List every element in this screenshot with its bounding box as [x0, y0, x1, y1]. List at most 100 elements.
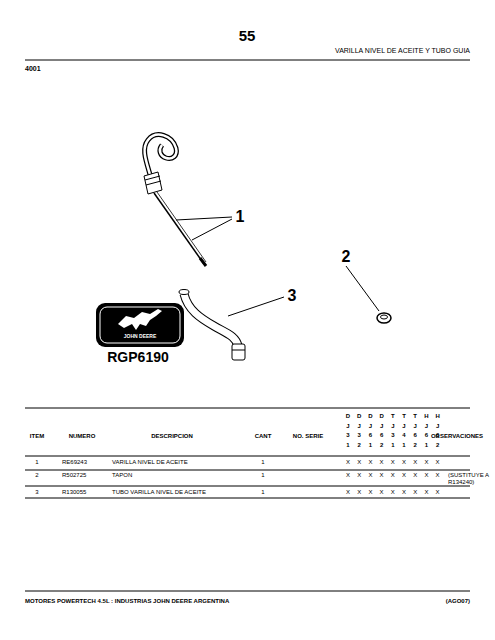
dipstick-rod [154, 193, 204, 264]
table-rule [25, 470, 470, 471]
applicability-mark: X [368, 489, 372, 496]
applicability-mark: X [368, 472, 372, 479]
table-rule [25, 408, 470, 409]
logo-badge [96, 303, 184, 347]
guide-tube-inner [184, 294, 238, 346]
page-title: VARILLA NIVEL DE ACEITE Y TUBO GUIA [335, 47, 470, 55]
model-code: 6 [425, 432, 428, 439]
dipstick-rod [157, 192, 206, 262]
tube-end [179, 290, 189, 295]
applicability-mark: X [368, 459, 372, 466]
callout-number: 3 [288, 287, 297, 305]
observation: (SUSTITUYE A R134240) [448, 472, 492, 485]
applicability-mark: X [402, 489, 406, 496]
applicability-mark: X [391, 489, 395, 496]
model-code: 4 [402, 432, 405, 439]
applicability-mark: X [402, 459, 406, 466]
fitting-ring [232, 350, 245, 351]
applicability-mark: X [413, 489, 417, 496]
plug-cap [377, 313, 391, 323]
plug-cap-inner [381, 315, 388, 319]
logo-text: JOHN DEERE [124, 334, 157, 340]
model-code: 6 [380, 432, 383, 439]
model-code: J [436, 423, 439, 430]
applicability-mark: X [424, 459, 428, 466]
applicability-mark: X [380, 472, 384, 479]
model-code: T [391, 413, 395, 420]
quantity: 1 [261, 472, 264, 479]
logo-deer [118, 309, 162, 330]
model-code: 6 [369, 432, 372, 439]
column-header: NUMERO [69, 433, 96, 440]
model-code: H [424, 413, 428, 420]
model-code: 6 [414, 432, 417, 439]
applicability-mark: X [391, 472, 395, 479]
model-code: T [402, 413, 406, 420]
column-header: ITEM [30, 433, 44, 440]
model-code: J [425, 423, 428, 430]
applicability-mark: X [346, 459, 350, 466]
item-number: 3 [35, 489, 38, 496]
applicability-mark: X [346, 489, 350, 496]
column-header: NO. SERIE [293, 433, 323, 440]
table-rule [25, 456, 470, 457]
leader-line [346, 266, 379, 311]
model-code: 1 [402, 442, 405, 449]
callout-number: 1 [236, 208, 245, 226]
model-code: 3 [391, 432, 394, 439]
leader-line [228, 297, 284, 316]
model-code: 2 [414, 442, 417, 449]
applicability-mark: X [380, 489, 384, 496]
model-code: D [379, 413, 383, 420]
model-code: J [414, 423, 417, 430]
part-number: R130055 [62, 489, 86, 496]
model-code: J [391, 423, 394, 430]
model-code: J [402, 423, 405, 430]
part-number: RE69243 [62, 459, 87, 466]
part-number: R502725 [62, 472, 86, 479]
cap-ring [145, 176, 160, 180]
applicability-mark: X [436, 472, 440, 479]
model-code: J [380, 423, 383, 430]
column-header: CANT [255, 433, 272, 440]
dipstick-tip [200, 258, 206, 266]
item-number: 1 [35, 459, 38, 466]
model-code: J [346, 423, 349, 430]
applicability-mark: X [391, 459, 395, 466]
table-rule [25, 498, 470, 499]
applicability-mark: X [380, 459, 384, 466]
applicability-mark: X [424, 489, 428, 496]
tube-fitting [232, 344, 245, 360]
applicability-mark: X [436, 489, 440, 496]
figure-code: RGP6190 [107, 350, 168, 365]
quantity: 1 [261, 459, 264, 466]
callout-number: 2 [342, 248, 351, 266]
part-description: VARILLA NIVEL DE ACEITE [112, 459, 188, 466]
applicability-mark: X [413, 472, 417, 479]
model-code: T [413, 413, 417, 420]
page-number: 55 [239, 28, 256, 45]
model-code: D [357, 413, 361, 420]
applicability-mark: X [357, 472, 361, 479]
part-description: TAPON [112, 472, 132, 479]
model-code: J [358, 423, 361, 430]
header-rule [25, 60, 470, 61]
footer-date: (AGO07) [446, 598, 470, 605]
leader-line [192, 219, 232, 240]
guide-tube [184, 294, 238, 346]
table-rule [25, 486, 470, 487]
model-code: 3 [358, 432, 361, 439]
model-code: D [368, 413, 372, 420]
logo-border [100, 307, 180, 343]
applicability-mark: X [402, 472, 406, 479]
model-code: J [369, 423, 372, 430]
applicability-mark: X [357, 489, 361, 496]
applicability-mark: X [413, 459, 417, 466]
applicability-mark: X [436, 459, 440, 466]
leader-line [176, 217, 232, 220]
model-code: 2 [358, 442, 361, 449]
model-code: 2 [380, 442, 383, 449]
group-code: 4001 [25, 65, 41, 73]
dipstick-cap [144, 172, 162, 194]
